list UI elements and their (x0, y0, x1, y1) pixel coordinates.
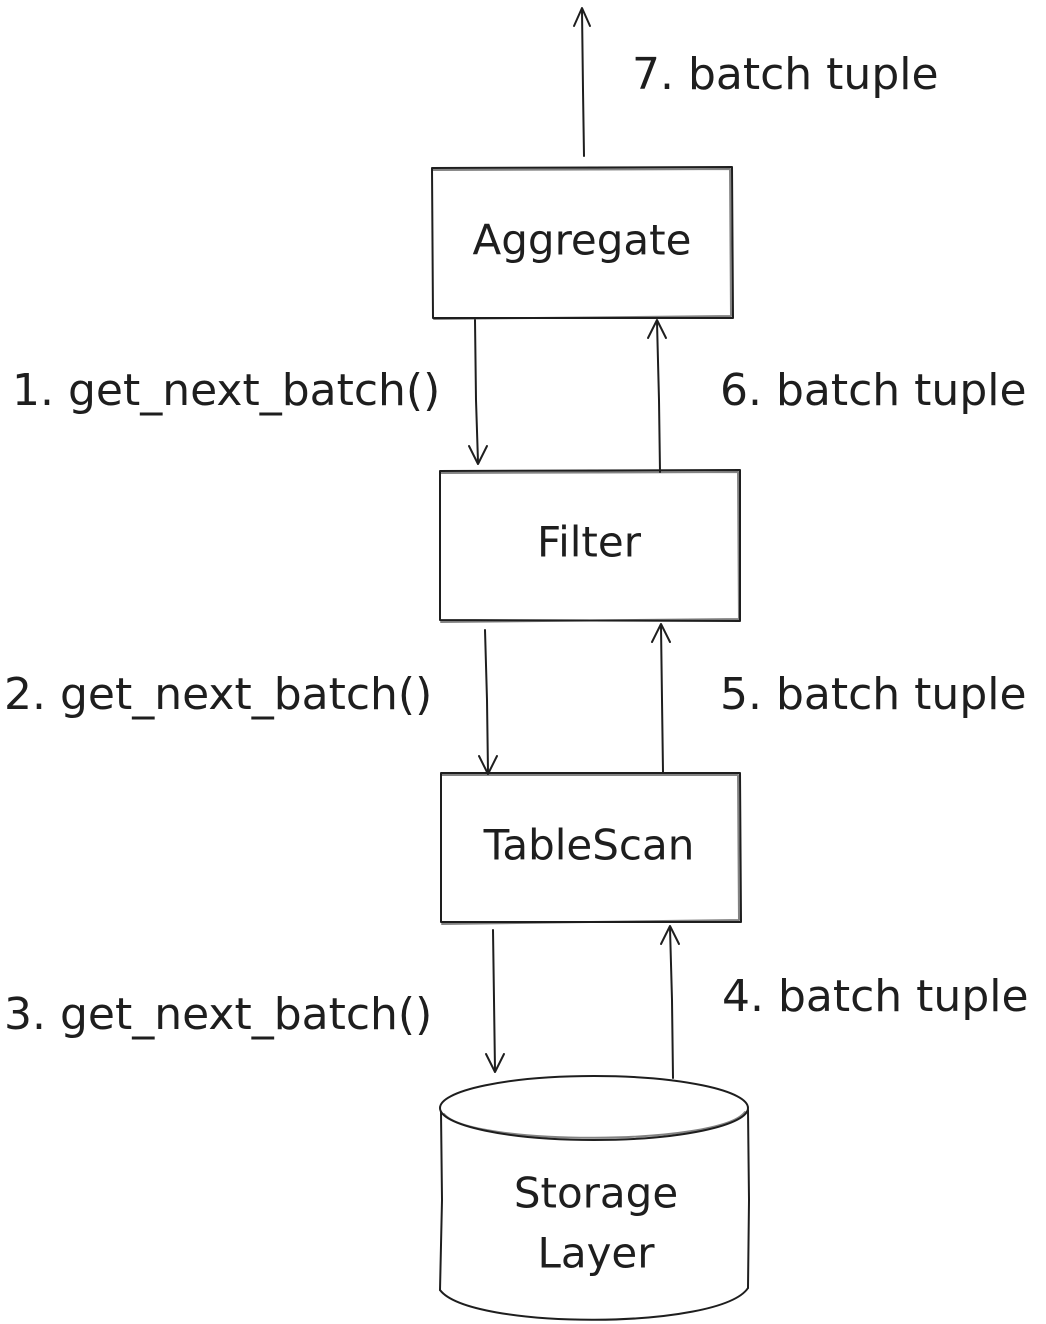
output-arrow (573, 7, 591, 157)
return-arrow-5 (651, 623, 671, 773)
call-arrow-3 (485, 929, 505, 1073)
edge-label-return-7: 7. batch tuple (632, 49, 939, 100)
return-arrow-4 (660, 925, 680, 1079)
storage-label-line1: Storage (514, 1169, 678, 1218)
call-arrow-1 (468, 319, 488, 465)
edge-label-return-6: 6. batch tuple (720, 365, 1027, 416)
edge-label-call-2: 2. get_next_batch() (4, 669, 432, 720)
tablescan-label: TableScan (483, 821, 695, 870)
edge-label-call-3: 3. get_next_batch() (4, 989, 432, 1040)
filter-label: Filter (537, 518, 642, 567)
storage-label-line2: Layer (537, 1229, 655, 1278)
edge-label-call-1: 1. get_next_batch() (12, 365, 440, 416)
return-arrow-6 (647, 319, 667, 473)
call-arrow-2 (478, 629, 498, 775)
aggregate-node[interactable]: Aggregate (431, 166, 734, 320)
edge-label-return-4: 4. batch tuple (722, 971, 1029, 1022)
aggregate-label: Aggregate (473, 216, 692, 265)
edge-label-return-5: 5. batch tuple (720, 669, 1027, 720)
filter-node[interactable]: Filter (439, 469, 741, 623)
storage-layer-cylinder[interactable]: Storage Layer (439, 1075, 750, 1321)
tablescan-node[interactable]: TableScan (440, 772, 742, 925)
